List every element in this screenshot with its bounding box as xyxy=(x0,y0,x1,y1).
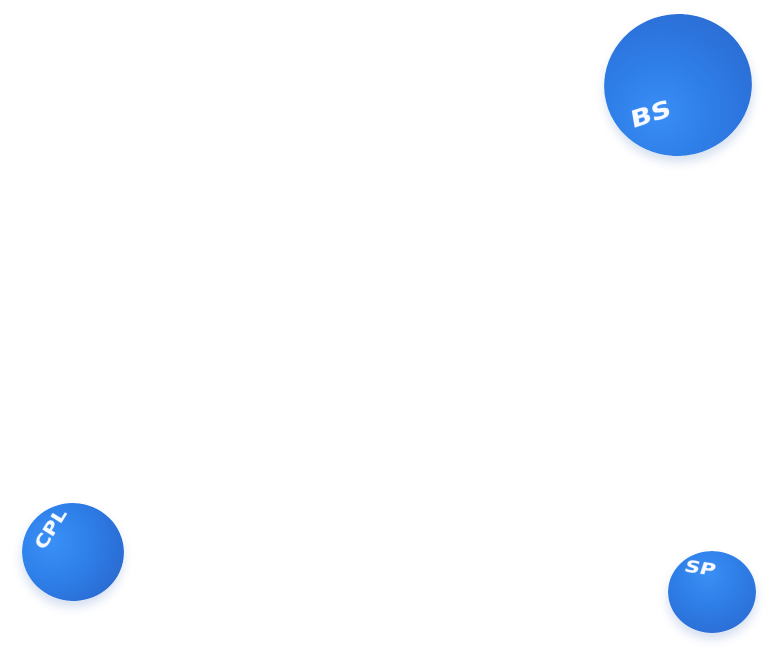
bs-ball: BS xyxy=(594,4,762,166)
sp-ball: SP xyxy=(668,551,756,633)
sp-ball-surface xyxy=(668,551,756,633)
cpl-ball: CPL xyxy=(17,497,129,607)
cpl-ball-surface xyxy=(17,497,129,607)
sp-ball-label: SP xyxy=(682,557,719,580)
bs-ball-surface xyxy=(594,4,762,166)
